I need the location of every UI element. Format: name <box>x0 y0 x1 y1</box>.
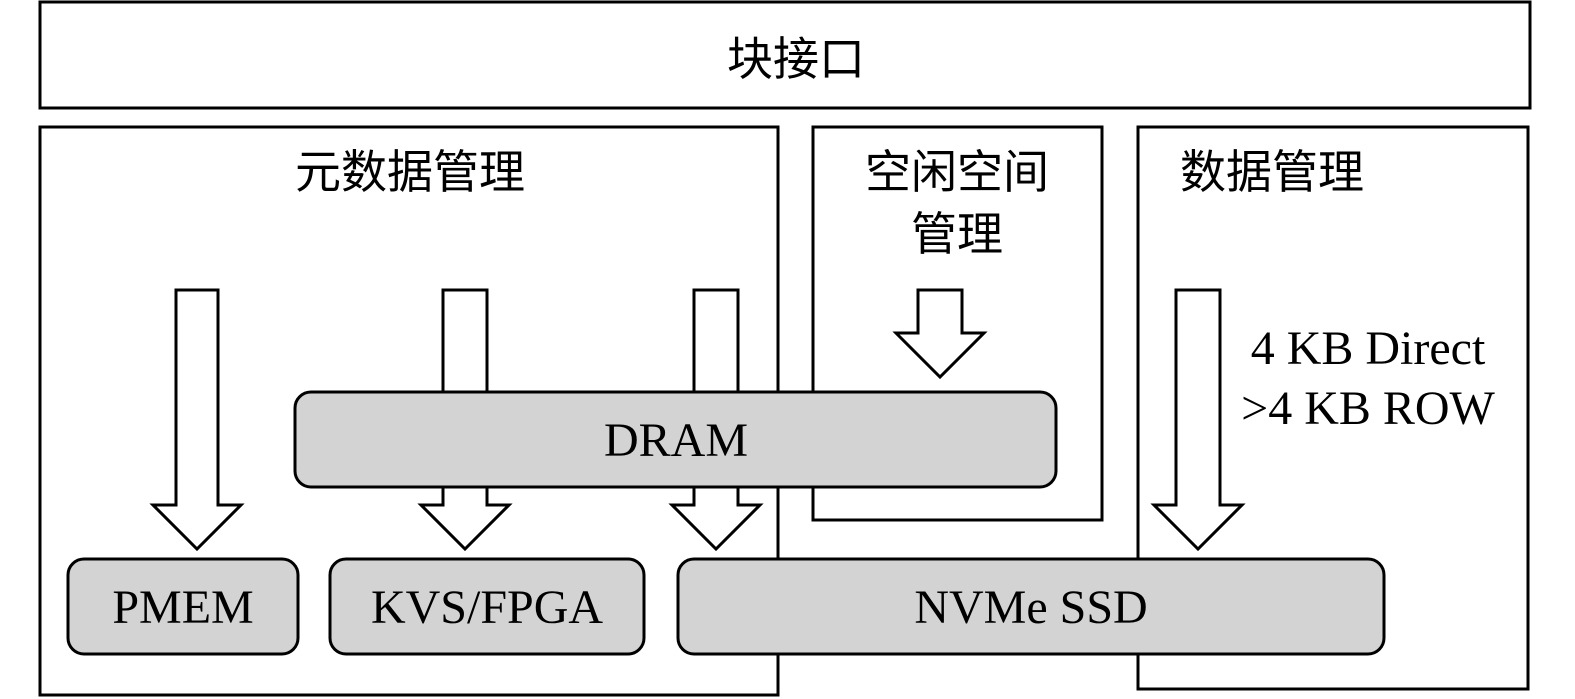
block-interface-label: 块接口 <box>727 32 865 86</box>
dram-label: DRAM <box>604 414 748 467</box>
data-management-note-line1: 4 KB Direct <box>1251 322 1486 375</box>
kvs-fpga-box <box>328 557 646 656</box>
data-to-nvme-ssd-arrow <box>1150 288 1246 552</box>
metadata-management-label: 元数据管理 <box>295 145 525 199</box>
kvs-fpga-label: KVS/FPGA <box>371 581 603 634</box>
data-management-note-line2: >4 KB ROW <box>1241 382 1495 435</box>
nvme-ssd-box <box>676 557 1386 656</box>
pmem-label: PMEM <box>112 581 253 634</box>
free-space-management-label-line2: 管理 <box>911 207 1003 261</box>
dram-box <box>293 390 1058 489</box>
data-management-label: 数据管理 <box>1180 145 1364 199</box>
free-space-management-label-line1: 空闲空间 <box>865 145 1049 199</box>
nvme-ssd-label: NVMe SSD <box>914 581 1147 634</box>
free-space-to-dram-arrow <box>892 288 988 380</box>
pmem-box <box>66 557 300 656</box>
block-interface-box <box>38 0 1532 110</box>
metadata-to-pmem-arrow <box>149 288 245 552</box>
